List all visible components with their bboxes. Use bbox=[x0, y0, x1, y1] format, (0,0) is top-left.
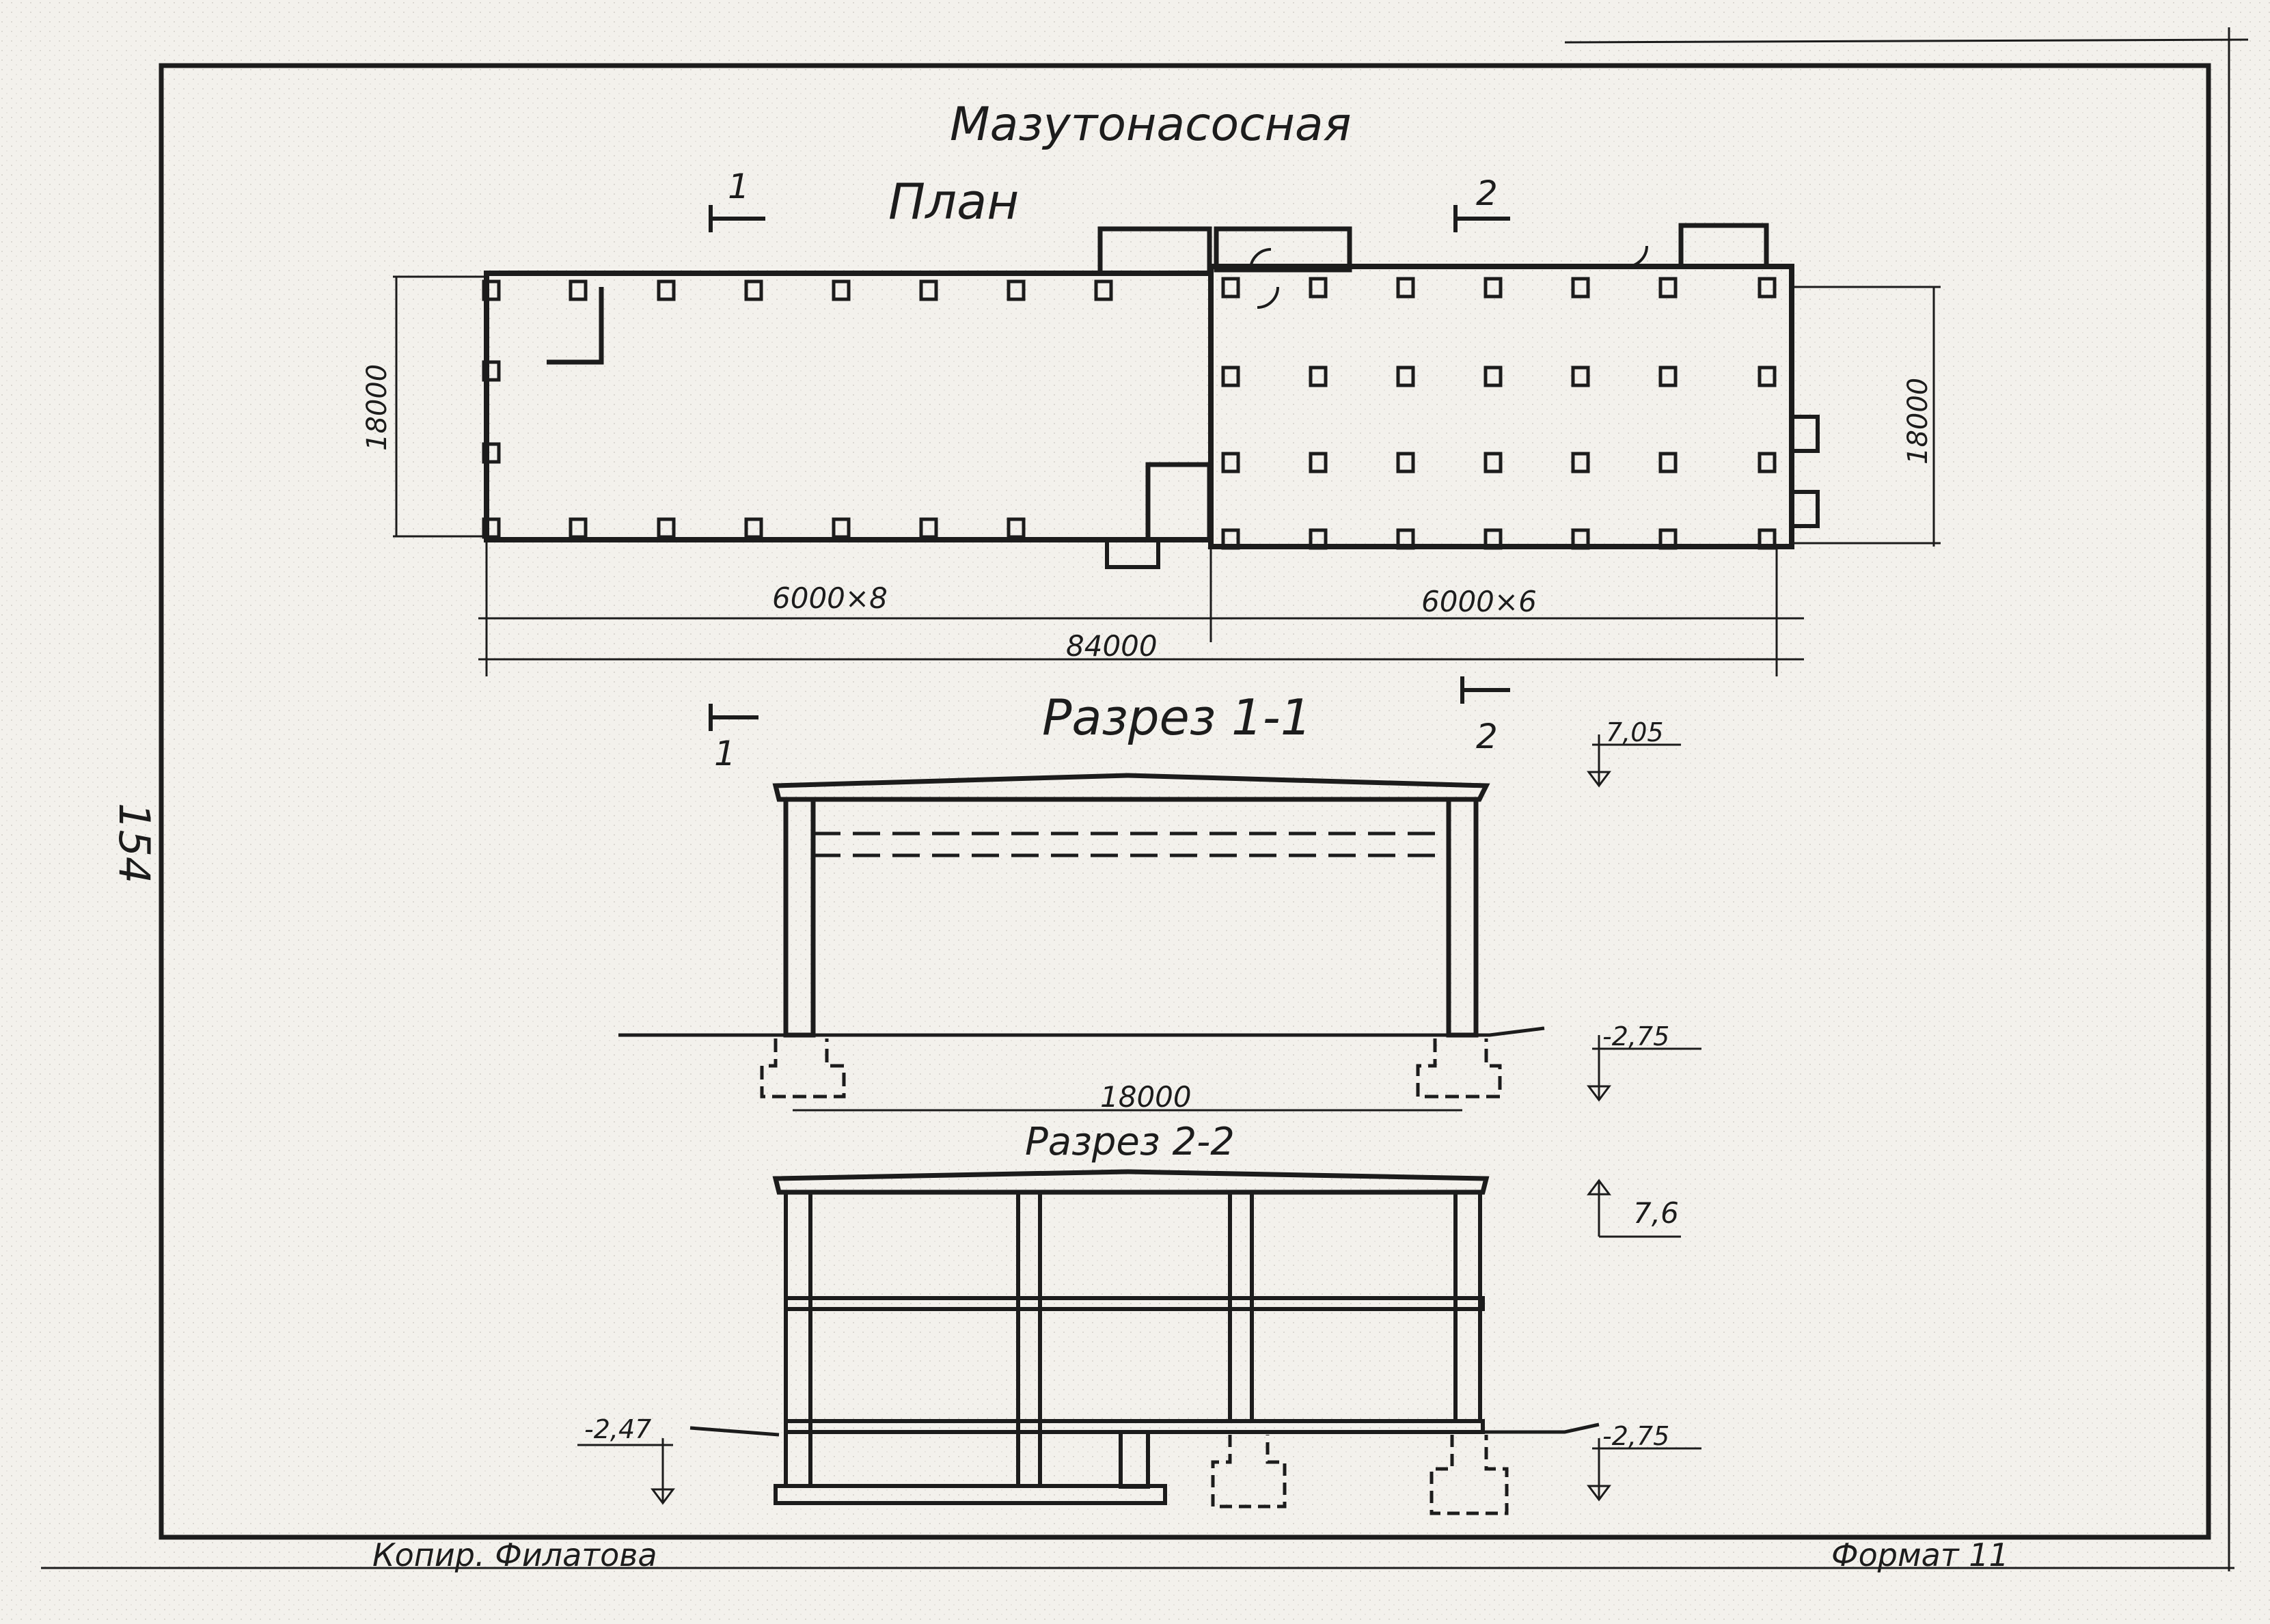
cut-mark-1-top: 1 bbox=[728, 167, 750, 206]
drawing-frame bbox=[159, 63, 2211, 1540]
cut-mark-1-bottom: 1 bbox=[714, 734, 736, 773]
format-label: Формат 11 bbox=[1831, 1537, 2009, 1573]
cut-mark-2-bottom: 2 bbox=[1476, 717, 1498, 756]
section-1-level-top: 7,05 bbox=[1606, 717, 1664, 747]
cut-mark-2-top: 2 bbox=[1476, 174, 1498, 213]
section-2-level-ground-right: -2,75 bbox=[1602, 1421, 1669, 1451]
copier-signature: Копир. Филатова bbox=[372, 1537, 657, 1573]
page-number: 154 bbox=[109, 803, 159, 883]
section-1-span: 18000 bbox=[1100, 1080, 1192, 1114]
drawing-title: Мазутонасосная bbox=[950, 98, 1352, 152]
dim-span-right: 6000×6 bbox=[1421, 585, 1537, 618]
plan-label: План bbox=[888, 173, 1019, 230]
section-2-level-ground-left: -2,47 bbox=[584, 1414, 651, 1444]
section-1-drawing bbox=[618, 734, 1701, 1112]
section-2-level-top: 7,6 bbox=[1633, 1196, 1679, 1230]
section-2-drawing bbox=[577, 1169, 1701, 1515]
dim-span-left: 6000×8 bbox=[772, 581, 888, 615]
section-1-label: Разрез 1-1 bbox=[1042, 689, 1312, 746]
dim-width-left: 18000 bbox=[361, 364, 393, 451]
dim-total: 84000 bbox=[1066, 629, 1158, 663]
dim-width-right: 18000 bbox=[1902, 378, 1934, 465]
section-2-label: Разрез 2-2 bbox=[1025, 1120, 1235, 1164]
frame-top-line bbox=[1564, 38, 2249, 44]
section-1-level-ground: -2,75 bbox=[1602, 1021, 1669, 1051]
floor-plan bbox=[393, 205, 1941, 731]
